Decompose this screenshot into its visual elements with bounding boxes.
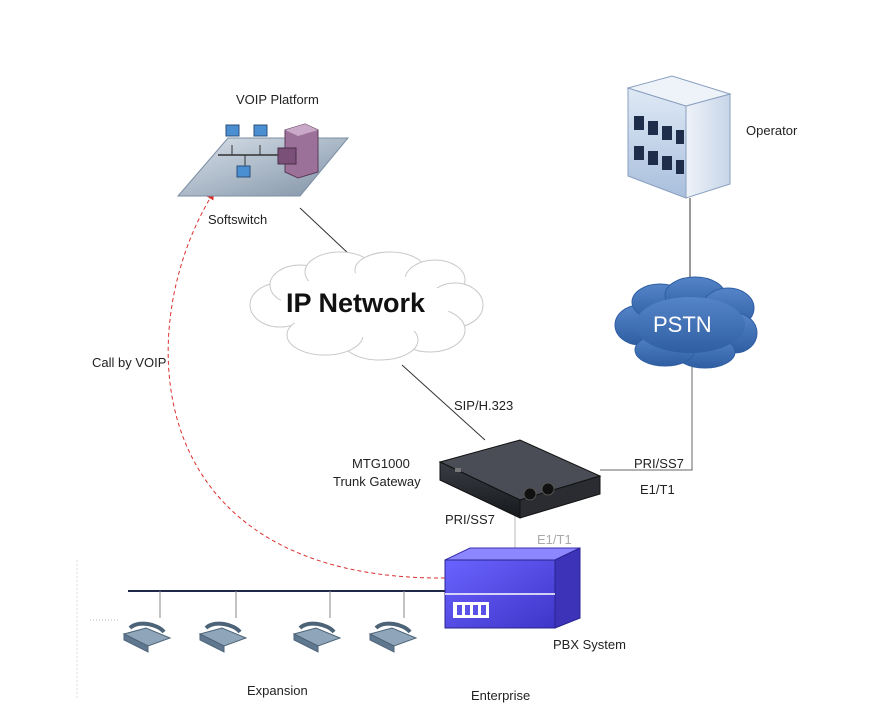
operator-label: Operator — [746, 123, 798, 138]
gateway-desc-label: Trunk Gateway — [333, 474, 421, 489]
voip-platform-icon — [176, 123, 350, 197]
gateway-name-label: MTG1000 — [352, 456, 410, 471]
ip-gateway-link — [401, 364, 486, 441]
pbx-system-label: PBX System — [553, 637, 626, 652]
phone-icon — [198, 621, 248, 653]
phone-icon — [292, 621, 342, 653]
pbx-system-icon — [444, 547, 581, 629]
pstn-cloud — [614, 276, 758, 369]
gateway-device-icon — [438, 439, 602, 519]
softswitch-label: Softswitch — [208, 212, 268, 227]
e1t1-bottom-label: E1/T1 — [537, 532, 572, 547]
ip-network-cloud — [249, 251, 484, 361]
pstn-gateway-link — [600, 365, 693, 471]
operator-building-icon — [626, 75, 732, 199]
phone-icon — [122, 621, 172, 653]
pstn-label: PSTN — [653, 312, 712, 337]
phone-icon — [368, 621, 418, 653]
expansion-label: Expansion — [247, 683, 308, 698]
call-by-voip-label: Call by VOIP — [92, 355, 167, 370]
softswitch-ip-link — [299, 207, 351, 256]
voip-platform-label: VOIP Platform — [236, 92, 319, 107]
sip-h323-label: SIP/H.323 — [454, 398, 514, 413]
call-by-voip-path — [167, 191, 446, 579]
e1t1-right-label: E1/T1 — [640, 482, 675, 497]
pri-ss7-right-label: PRI/SS7 — [634, 456, 684, 471]
pri-ss7-bottom-label: PRI/SS7 — [445, 512, 495, 527]
enterprise-label: Enterprise — [471, 688, 531, 703]
ip-network-label: IP Network — [286, 288, 426, 318]
